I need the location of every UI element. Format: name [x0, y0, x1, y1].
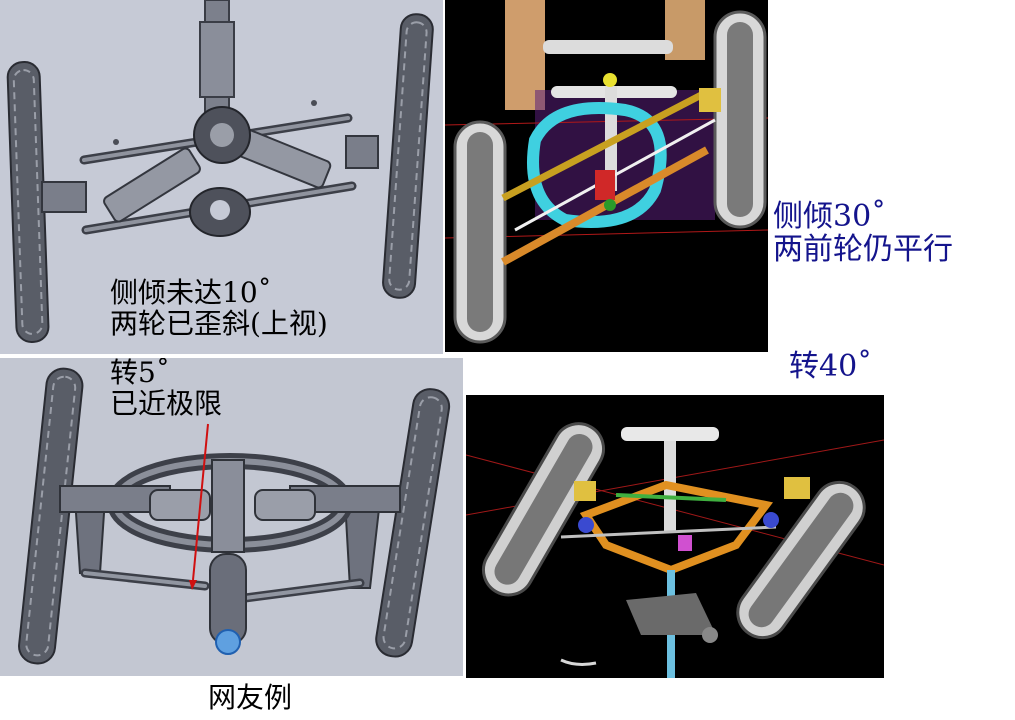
render-linkage-drawing	[445, 0, 768, 344]
caption-line: 两前轮仍平行	[773, 232, 953, 267]
render-view-lean-30	[445, 0, 768, 352]
caption-line: 已近极限	[110, 386, 223, 420]
caption-line: 两轮已歪斜(上视)	[110, 306, 328, 340]
cad-view-turn-5: 转5˚ 已近极限	[0, 358, 463, 676]
caption-line: 侧倾30˚	[773, 199, 887, 234]
cad-view-lean-10: 侧倾未达10˚ 两轮已歪斜(上视)	[0, 0, 443, 354]
cad-steering-drawing	[18, 367, 451, 665]
render-view-turn-40	[466, 395, 884, 678]
caption-lean-30: 侧倾30˚ 两前轮仍平行	[773, 200, 953, 266]
caption-line: 转5˚	[110, 358, 170, 389]
caption-turn-40: 转40˚	[789, 349, 873, 384]
caption-turn-5: 转5˚ 已近极限	[110, 358, 222, 420]
footer-caption: 网友例	[208, 681, 293, 714]
render-steering-drawing	[466, 422, 884, 678]
caption-lean-under-10: 侧倾未达10˚ 两轮已歪斜(上视)	[110, 276, 328, 340]
caption-line: 侧倾未达10˚	[110, 276, 272, 309]
cad-linkage-drawing	[6, 0, 434, 343]
